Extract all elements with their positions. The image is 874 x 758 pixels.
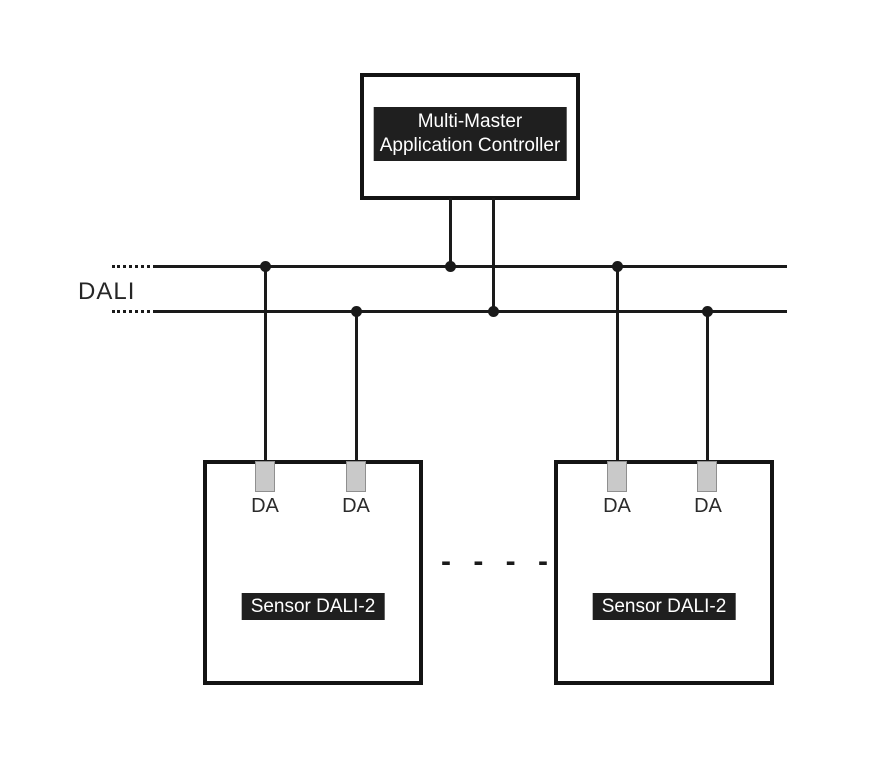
sensor2-terminal-label-left: DA <box>603 495 631 517</box>
sensor1-wire-right <box>355 311 358 462</box>
bus-line-top <box>155 265 787 268</box>
sensor2-terminal-label-right: DA <box>694 495 722 517</box>
junction-dot <box>351 306 362 317</box>
sensor1-box: Sensor DALI-2 <box>203 460 423 685</box>
junction-dot <box>445 261 456 272</box>
sensor1-terminal-label-left: DA <box>251 495 279 517</box>
bus-line-bottom <box>155 310 787 313</box>
bus-line-bottom-dotted-end <box>112 310 156 313</box>
bus-line-top-dotted-end <box>112 265 156 268</box>
controller-label-line2: Application Controller <box>379 135 561 156</box>
controller-box: Multi-Master Application Controller <box>360 73 580 200</box>
sensor1-wire-left <box>264 266 267 462</box>
controller-label-line1: Multi-Master <box>417 111 523 132</box>
junction-dot <box>702 306 713 317</box>
da-terminal-connector <box>697 461 717 492</box>
junction-dot <box>488 306 499 317</box>
sensor2-box: Sensor DALI-2 <box>554 460 774 685</box>
controller-wire-left <box>449 198 452 268</box>
sensor1-label: Sensor DALI-2 <box>241 593 385 620</box>
sensor2-label: Sensor DALI-2 <box>592 593 736 620</box>
junction-dot <box>612 261 623 272</box>
da-terminal-connector <box>346 461 366 492</box>
controller-wire-right <box>492 198 495 313</box>
controller-label: Multi-Master Application Controller <box>373 107 567 161</box>
sensor2-wire-left <box>616 266 619 462</box>
more-sensors-ellipsis: - - - - <box>441 545 555 578</box>
junction-dot <box>260 261 271 272</box>
da-terminal-connector <box>607 461 627 492</box>
da-terminal-connector <box>255 461 275 492</box>
bus-label: DALI <box>78 278 136 305</box>
sensor2-wire-right <box>706 311 709 462</box>
sensor1-terminal-label-right: DA <box>342 495 370 517</box>
